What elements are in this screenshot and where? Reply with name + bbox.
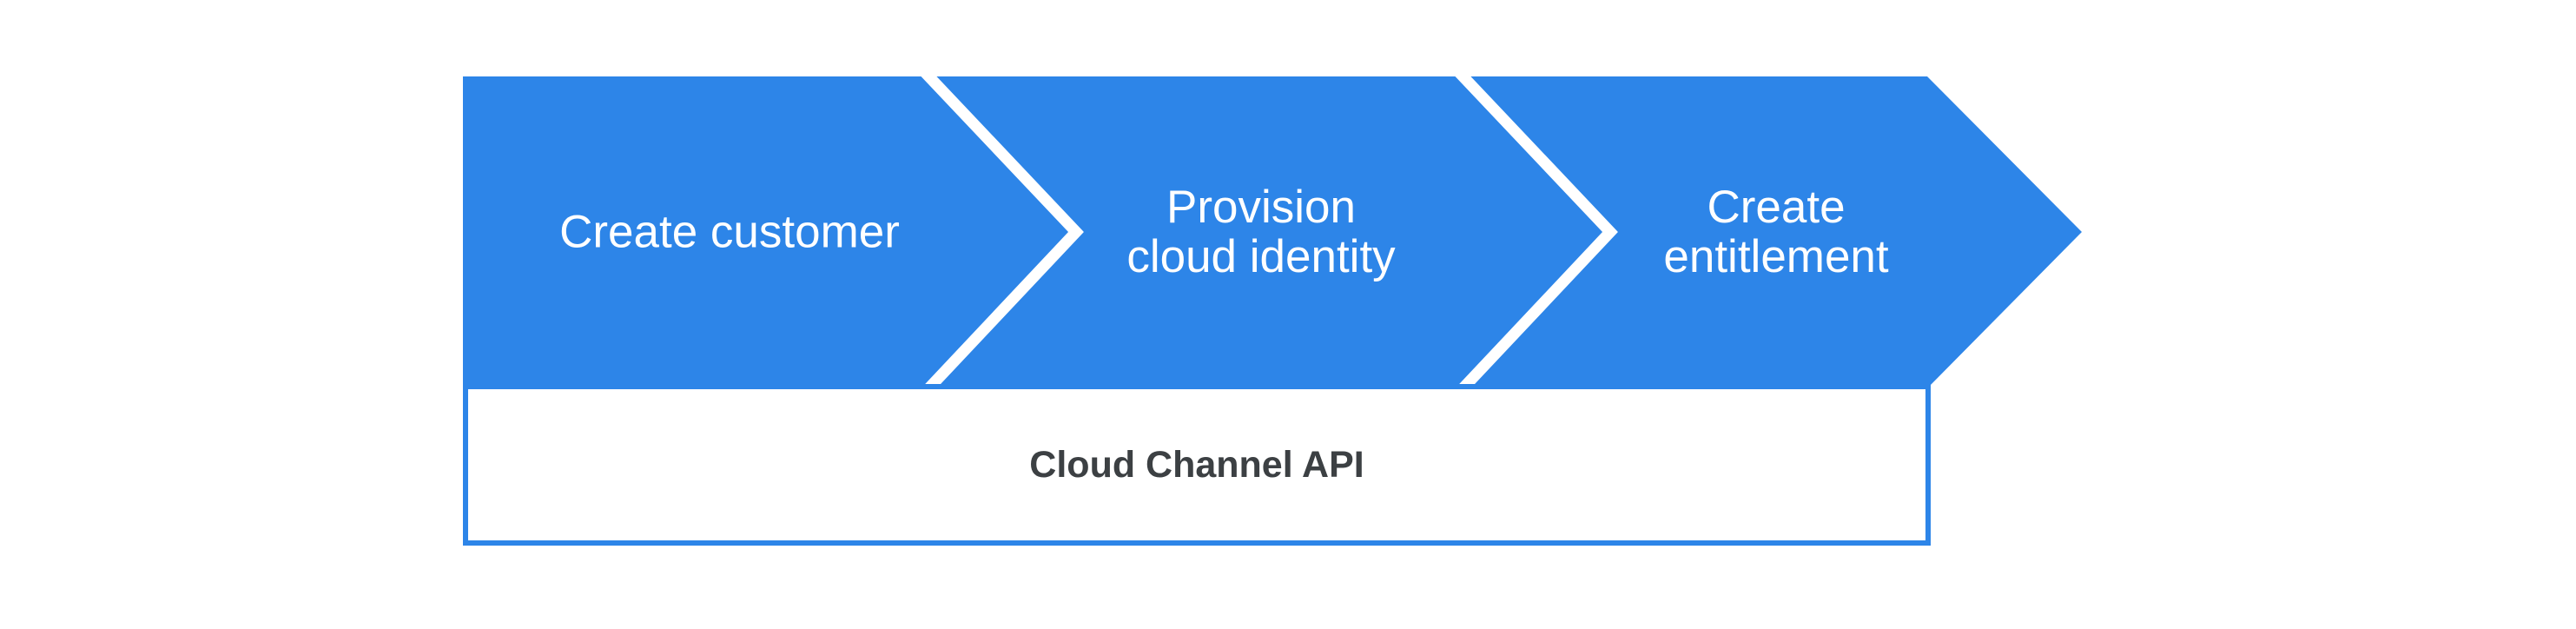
- step-1-line-1: Create customer: [559, 206, 900, 258]
- process-arrow-shape: [463, 76, 2082, 388]
- chevron-separator-1: [916, 76, 1084, 388]
- step-2-line-2: cloud identity: [1126, 231, 1396, 282]
- step-2-line-1: Provision: [1166, 182, 1356, 233]
- cloud-channel-api-box: Cloud Channel API: [463, 384, 1931, 546]
- step-label-provision-cloud-identity: Provision cloud identity: [1126, 182, 1395, 281]
- step-label-create-customer: Create customer: [559, 208, 900, 257]
- step-label-create-entitlement: Create entitlement: [1663, 182, 1888, 281]
- step-3-line-2: entitlement: [1663, 231, 1889, 282]
- step-3-line-1: Create: [1707, 182, 1846, 233]
- cloud-channel-api-label: Cloud Channel API: [1029, 443, 1364, 486]
- chevron-separator-2: [1450, 76, 1618, 388]
